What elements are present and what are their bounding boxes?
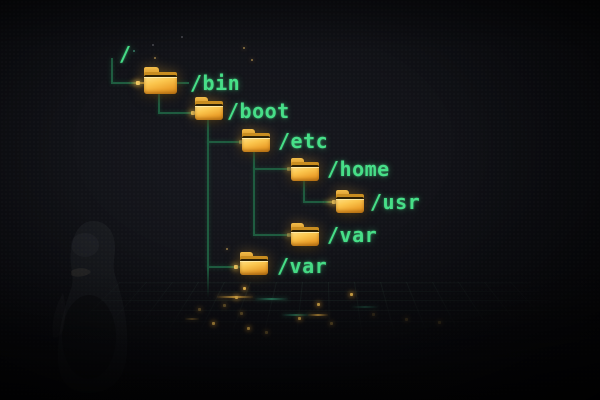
- connector-root-elbow-vertical: [111, 58, 113, 83]
- folder-icon: [291, 223, 319, 246]
- node-label-bin: /bin: [190, 71, 241, 95]
- folder-front: [291, 165, 319, 181]
- node-label-home: /home: [327, 157, 390, 181]
- node-label-var-under-boot: /var: [277, 254, 328, 278]
- sparkle: [251, 59, 253, 61]
- connector-etc-trunk: [253, 149, 255, 236]
- folder-front: [242, 136, 270, 152]
- sparkle: [226, 248, 228, 250]
- folder-icon: [336, 190, 364, 213]
- connector-boot-trunk-fadeout: [207, 268, 209, 298]
- node-label-var-under-etc: /var: [327, 223, 378, 247]
- connector-bin-trunk: [158, 94, 160, 114]
- folder-front: [195, 104, 223, 120]
- connector-home-trunk: [303, 180, 305, 203]
- folder-front: [240, 259, 268, 275]
- sparkle: [181, 36, 183, 38]
- sparkle: [133, 50, 135, 52]
- sparkle: [154, 57, 156, 59]
- connector-to-etc: [207, 141, 243, 143]
- node-label-etc: /etc: [278, 129, 329, 153]
- folder-front: [291, 230, 319, 246]
- sparkle: [243, 47, 245, 49]
- node-label-usr: /usr: [370, 190, 421, 214]
- folder-icon: [144, 67, 177, 94]
- folder-icon: [242, 129, 270, 152]
- folder-front: [336, 197, 364, 213]
- folder-front: [144, 75, 177, 94]
- folder-icon: [195, 97, 223, 120]
- sparkle: [152, 44, 154, 46]
- folder-icon: [291, 158, 319, 181]
- folder-icon: [240, 252, 268, 275]
- glow-dot: [136, 81, 140, 85]
- node-label-root: /: [119, 42, 132, 66]
- glow-dot: [234, 265, 238, 269]
- node-label-boot: /boot: [227, 99, 290, 123]
